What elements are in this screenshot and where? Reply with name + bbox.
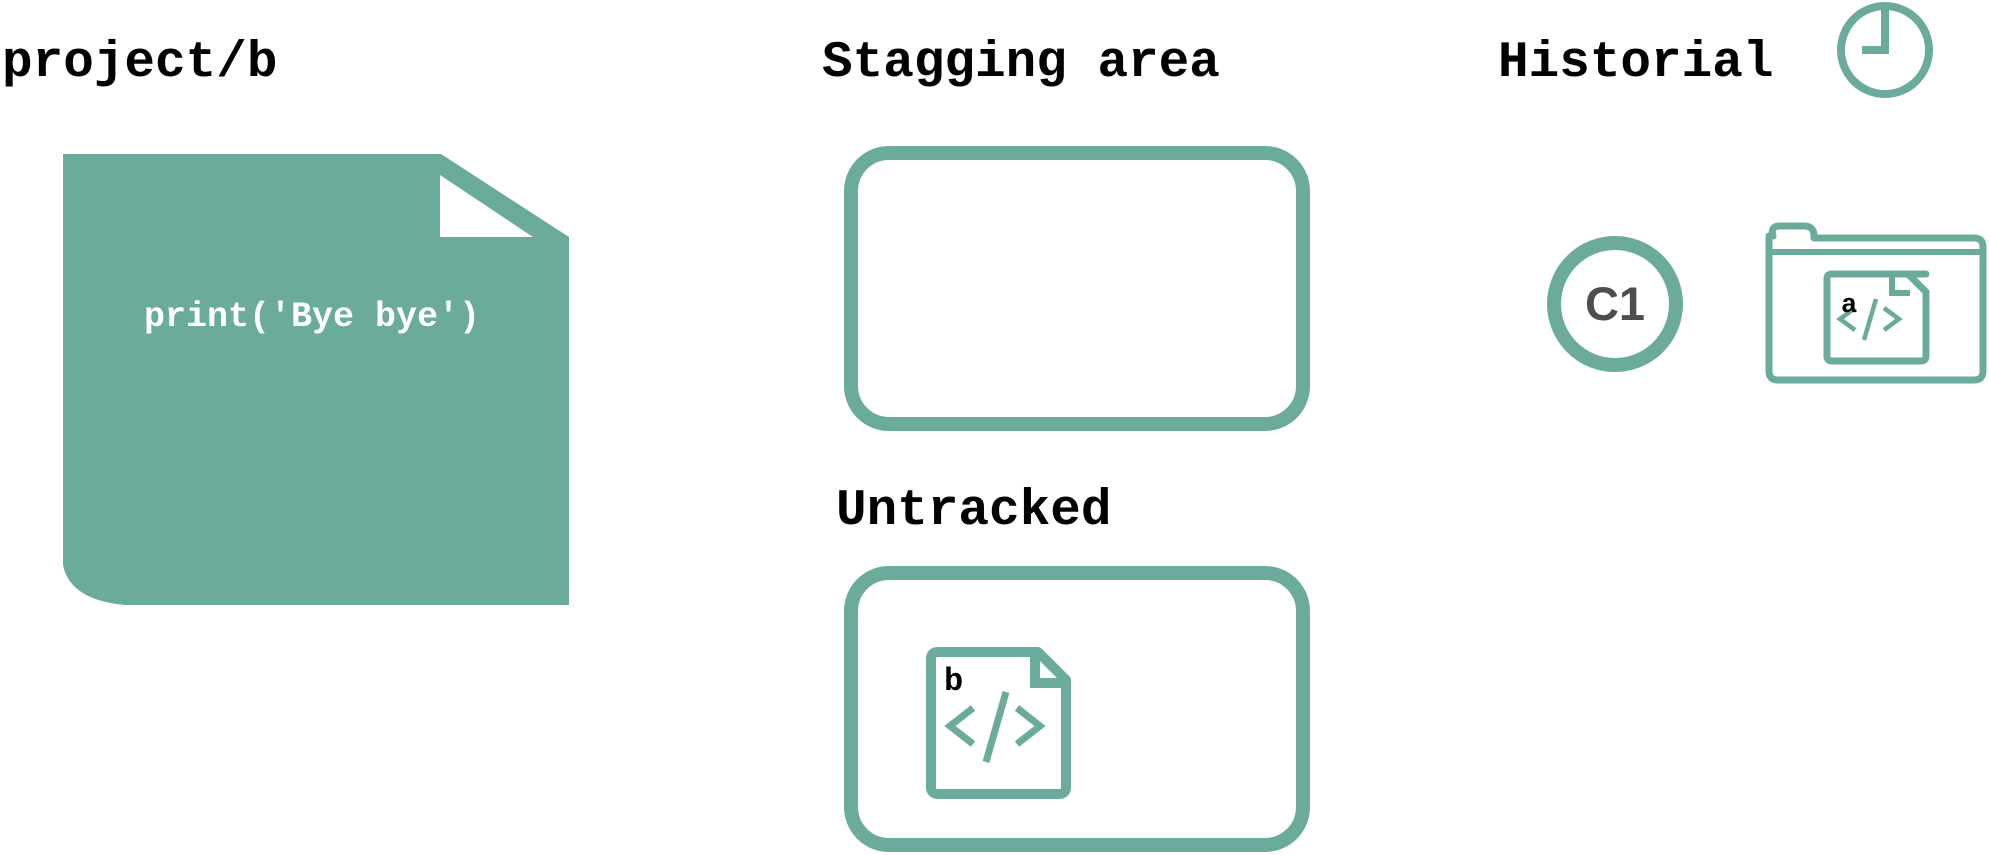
code-file-icon <box>1823 270 1930 365</box>
staging-title: Stagging area <box>822 35 1220 92</box>
code-file-fold <box>1889 275 1910 296</box>
commit-circle <box>1547 236 1683 372</box>
commit-c1: C1 <box>1547 236 1683 372</box>
staging-box <box>844 146 1310 431</box>
history-title: Historial <box>1498 35 1773 92</box>
code-bracket-left <box>1836 306 1857 332</box>
code-bracket-right <box>1014 705 1046 747</box>
commit-label: C1 <box>1585 277 1645 330</box>
working-file: print('Bye bye') <box>63 154 569 605</box>
code-bracket-left <box>944 705 976 747</box>
untracked-file-b: b <box>926 647 1071 799</box>
code-file-fold <box>1030 655 1063 688</box>
snapshot-file-label: a <box>1841 291 1857 321</box>
untracked-box <box>844 566 1310 852</box>
code-bracket-right <box>1882 306 1903 332</box>
code-slash <box>1861 298 1879 341</box>
working-file-content: print('Bye bye') <box>144 297 480 337</box>
working-file-fold <box>440 175 533 237</box>
working-dir-title: project/b <box>2 35 277 92</box>
code-slash <box>982 691 1010 763</box>
folder-icon <box>1765 222 1987 384</box>
snapshot-file-a: a <box>1823 270 1930 365</box>
working-file-sheet <box>63 154 569 605</box>
clock-hands <box>1862 6 1889 54</box>
untracked-title: Untracked <box>836 483 1111 540</box>
commit-snapshot: a <box>1765 222 1987 384</box>
untracked-file-label: b <box>944 663 963 700</box>
code-file-icon <box>926 647 1071 799</box>
clock-icon <box>1837 2 1933 98</box>
